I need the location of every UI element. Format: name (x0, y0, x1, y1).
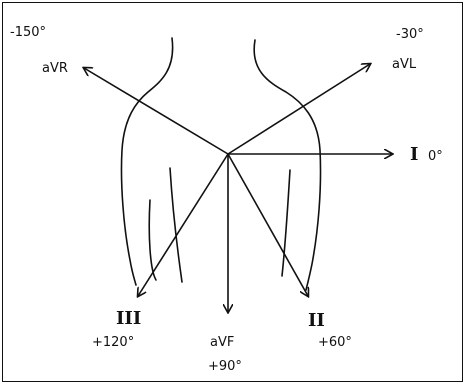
diagram-frame (2, 2, 463, 382)
axis-lead-ii (227, 153, 308, 296)
axis-avr (84, 68, 229, 155)
label-minus-150: -150° (10, 25, 46, 40)
lead-axes (84, 64, 392, 312)
axis-lead-iii (138, 153, 229, 296)
label-lead-iii: III (116, 308, 141, 329)
label-plus-60: +60° (318, 335, 352, 350)
right-arm-inner (281, 169, 291, 277)
axis-avl (227, 64, 370, 155)
torso-outline (120, 37, 322, 291)
label-plus-120: +120° (92, 335, 134, 350)
label-lead-ii: II (308, 310, 325, 331)
neck-left-shoulder (120, 37, 174, 286)
label-plus-90: +90° (208, 359, 242, 374)
label-minus-30: -30° (396, 27, 424, 42)
label-avf: aVF (210, 335, 234, 350)
label-lead-i: I (410, 144, 418, 165)
left-torso-line (148, 199, 157, 281)
label-0-deg: 0° (428, 149, 443, 164)
label-avr: aVR (42, 61, 68, 76)
neck-right-shoulder (253, 39, 322, 291)
label-avl: aVL (392, 57, 417, 72)
left-arm-inner (169, 167, 183, 283)
